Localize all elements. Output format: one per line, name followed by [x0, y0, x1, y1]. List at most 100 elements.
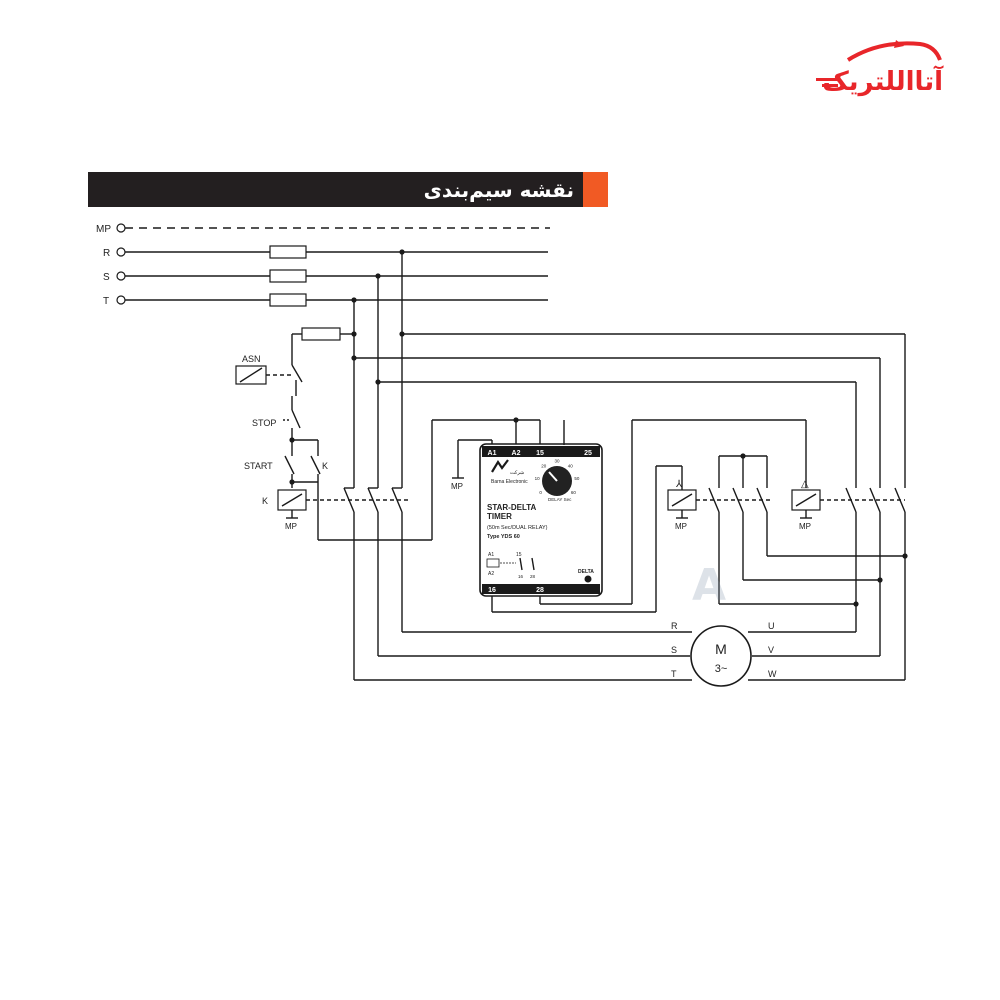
dial-label: DELAY Sec [548, 497, 572, 502]
timer-title-1: STAR-DELTA [487, 503, 537, 512]
delta-led-label: DELTA [578, 569, 594, 575]
timer-brand-small: شرکت [510, 470, 524, 476]
delta-pole-icon [869, 487, 881, 513]
timer-sub-2: Type YDS 60 [487, 534, 520, 540]
timer-terminal-label: A1 [488, 450, 497, 457]
junction-dot [289, 479, 295, 485]
dial-tick-label: 30 [554, 459, 560, 464]
line-label-mp: MP [96, 224, 111, 235]
motor: M 3~ R S T U V W [671, 621, 777, 687]
k-pole-icon [391, 487, 403, 513]
asn-coil-mark [239, 367, 263, 383]
logo-speed-line [822, 84, 838, 87]
motor-phase-label: 3~ [715, 663, 728, 675]
start-label: START [244, 461, 273, 471]
k-pole-icon [367, 487, 379, 513]
dial-tick-label: 20 [541, 464, 547, 469]
timer-int-16: 16 [518, 574, 524, 579]
dial-tick-label: 50 [574, 476, 580, 481]
timer-sub-1: (50m Sec/DUAL RELAY) [487, 525, 548, 531]
k-coil-label: K [262, 496, 268, 506]
control-circuit: ASN STOP START K K MP [235, 334, 540, 541]
timer-int-contact-icon [531, 557, 535, 571]
start-button-icon [284, 455, 295, 475]
motor-v-label: V [768, 645, 774, 655]
dial-tick-label: 10 [535, 476, 541, 481]
supply-lines: MP R S T [96, 223, 550, 307]
dial-pointer-icon [548, 471, 558, 482]
star-coil-mark [671, 493, 693, 507]
motor-icon [690, 625, 752, 687]
dial-tick-label: 60 [571, 490, 577, 495]
asn-label: ASN [242, 354, 261, 364]
delta-pole-icon [894, 487, 906, 513]
logo-speed-line [816, 78, 838, 81]
feeders [292, 252, 906, 488]
timer-bottom-strip [482, 584, 600, 594]
k-contact-label: K [322, 461, 328, 471]
motor-s-label: S [671, 645, 677, 655]
timer-terminal-label: A2 [512, 450, 521, 457]
junction-dot [399, 331, 405, 337]
timer-brand-icon [491, 459, 509, 473]
stop-label: STOP [252, 418, 276, 428]
terminal-s-icon [116, 271, 126, 281]
delta-coil-mark [795, 493, 817, 507]
timer-brand-name: Barna Electronic [491, 479, 528, 485]
timer-int-28: 28 [530, 574, 536, 579]
timer-terminal-label: 15 [536, 450, 544, 457]
dial-tick-label: 0 [539, 490, 542, 495]
page-title: نقشه سیم‌بندی [424, 178, 574, 202]
header-bar: نقشه سیم‌بندی [88, 172, 608, 207]
motor-t-label: T [671, 669, 677, 679]
fuse-t-icon [269, 293, 307, 307]
terminal-r-icon [116, 247, 126, 257]
timer-terminal-label: 28 [536, 587, 544, 594]
star-pole-icon [732, 487, 744, 513]
delta-pole-icon [845, 487, 857, 513]
delta-symbol-icon: △ [801, 479, 809, 490]
watermark-logo-icon: A [692, 560, 726, 611]
junction-dot [375, 379, 381, 385]
timer-int-a2: A2 [488, 571, 494, 577]
logo-bolt-icon [894, 40, 904, 48]
timer-int-contact-icon [519, 557, 523, 571]
k-hold-contact-icon [310, 455, 321, 475]
brand-logo: آتااللتریک [816, 40, 944, 97]
logo-arc-icon [846, 41, 942, 62]
fuse-s-icon [269, 269, 307, 283]
main-contactor-k [343, 487, 692, 681]
junction-dot [351, 355, 357, 361]
timer-mp-label: MP [451, 482, 463, 491]
delta-mp-label: MP [799, 522, 811, 531]
star-pole-icon [708, 487, 720, 513]
timer-top-strip [482, 446, 600, 457]
terminal-mp-icon [116, 223, 126, 233]
motor-m-label: M [715, 641, 727, 657]
header-accent [583, 172, 608, 207]
stop-button-icon [291, 409, 301, 429]
line-label-t: T [103, 296, 109, 307]
motor-r-label: R [671, 621, 678, 631]
line-label-r: R [103, 248, 110, 259]
star-pole-icon [756, 487, 768, 513]
terminal-t-icon [116, 295, 126, 305]
watermark: A [692, 560, 726, 611]
timer-int-15: 15 [516, 552, 522, 558]
logo-text: آتااللتریک [822, 65, 944, 97]
junction-dot [351, 331, 357, 337]
line-label-s: S [103, 272, 110, 283]
k-coil-mp: MP [285, 522, 297, 531]
delta-contactor: △ MP [748, 479, 906, 681]
star-symbol-icon: ⅄ [676, 479, 683, 490]
motor-w-label: W [768, 669, 777, 679]
k-pole-icon [343, 487, 355, 513]
terminals-top: A1 A2 15 25 [488, 450, 592, 457]
junction-dot [740, 453, 746, 459]
asn-contact-icon [291, 364, 303, 383]
timer-terminal-label: 25 [584, 450, 592, 457]
